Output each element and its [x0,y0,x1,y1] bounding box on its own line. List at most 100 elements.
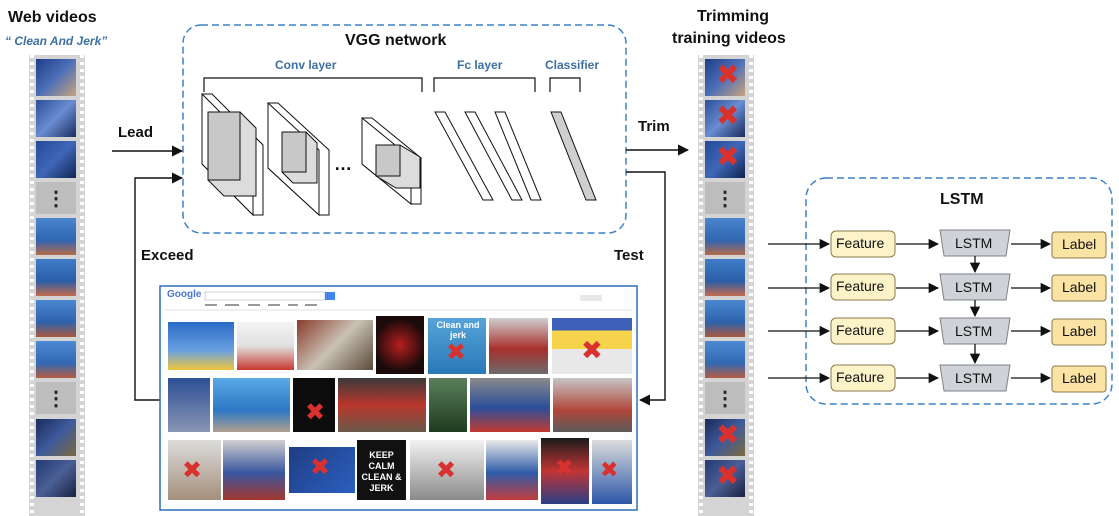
reject-mark-icon: ✖ [305,398,326,426]
reject-mark-icon: ✖ [716,99,740,132]
search-bar [204,291,326,301]
exceed-label: Exceed [141,247,194,264]
google-logo-text: Google [167,289,202,300]
reject-mark-icon: ✖ [716,140,740,173]
lstm-panel [805,177,1113,405]
result-thumbnail[interactable] [223,440,285,500]
result-thumbnail[interactable] [168,378,210,432]
label-text-2: Label [1062,279,1097,295]
result-thumbnail[interactable] [213,378,290,432]
video-frame [705,419,745,456]
reject-mark-icon: ✖ [716,418,740,451]
reject-mark-icon: ✖ [600,458,619,483]
result-thumbnail[interactable] [289,447,355,493]
video-frame [36,100,76,137]
feature-boxes [830,230,896,392]
fc-layer-2 [464,111,523,201]
lstm-cells [939,229,1011,392]
video-frame [705,460,745,497]
reject-mark-icon: ✖ [182,456,203,484]
classifier-bracket [549,77,581,92]
lstm-cell-text-4: LSTM [955,370,993,386]
result-thumbnail[interactable] [489,318,548,374]
conv-block-3 [361,116,422,206]
result-thumbnail[interactable] [541,438,589,504]
cleanand-thumbnail-text: Clean and jerk [436,320,480,340]
result-thumbnail[interactable] [410,440,484,500]
result-thumbnail[interactable] [429,378,467,432]
video-frame [36,341,76,378]
web-videos-title: Web videos [8,9,97,26]
search-button-icon [325,292,335,300]
video-frame [36,218,76,255]
result-thumbnail[interactable] [357,440,406,500]
vgg-panel [182,24,627,234]
video-frame [705,59,745,96]
feature-text-4: Feature [836,369,885,385]
video-frame [36,59,76,96]
web-videos-query: “ Clean And Jerk” [5,34,108,48]
trim-label: Trim [638,118,670,135]
vgg-title: VGG network [345,32,447,49]
reject-mark-icon: ✖ [436,456,457,484]
test-label: Test [614,247,644,264]
label-boxes [1051,231,1107,393]
reject-mark-icon: ✖ [555,456,574,481]
video-frame [36,259,76,296]
label-text-3: Label [1062,323,1097,339]
reject-mark-icon: ✖ [581,336,603,366]
result-thumbnail[interactable] [168,322,234,370]
lstm-cell-text-1: LSTM [955,235,993,251]
test-arrow [626,171,666,406]
fc-layer-3 [494,111,542,201]
keep-calm-thumbnail-text: KEEP CALM CLEAN & JERK [361,450,402,493]
result-thumbnail[interactable] [376,316,424,374]
result-thumbnail[interactable] [470,378,550,432]
video-frame [705,341,745,378]
film-gap: ⋮ [36,182,76,214]
result-thumbnail[interactable] [553,378,632,432]
result-thumbnail[interactable] [486,440,538,500]
result-thumbnail[interactable] [168,440,221,500]
video-frame [705,300,745,337]
feature-text-1: Feature [836,235,885,251]
trimmed-title-line2: training videos [672,30,786,47]
film-gap: ⋮ [705,182,745,214]
reject-mark-icon: ✖ [446,338,467,366]
video-frame [36,300,76,337]
video-frame [705,259,745,296]
lstm-cell-text-2: LSTM [955,279,993,295]
lstm-panel-title: LSTM [940,191,984,208]
film-gap: ⋮ [36,382,76,414]
label-text-1: Label [1062,236,1097,252]
conv-layer-label: Conv layer [275,58,337,72]
feature-text-2: Feature [836,278,885,294]
conv-ellipsis: … [334,154,352,174]
result-thumbnail[interactable] [293,378,335,432]
result-thumbnail[interactable] [552,318,632,374]
google-logo: Google [167,289,201,300]
result-thumbnail[interactable] [592,440,632,504]
result-thumbnail[interactable] [338,378,426,432]
reject-mark-icon: ✖ [310,453,331,481]
web-video-filmstrip: ⋮ ⋮ [29,55,85,516]
conv-block-1 [201,92,264,217]
exceed-arrow [134,172,184,401]
conv-block-2 [267,101,330,217]
video-frame [705,141,745,178]
trimmed-title-line1: Trimming [697,8,770,25]
film-gap: ⋮ [705,382,745,414]
video-frame [36,141,76,178]
feature-to-lstm-arrows [896,238,940,384]
lead-label: Lead [118,124,154,141]
result-thumbnail[interactable] [237,322,294,370]
fc-bracket [433,77,536,92]
conv-bracket [203,77,423,92]
result-thumbnail[interactable] [428,318,486,374]
result-thumbnail[interactable] [297,320,373,370]
feature-text-3: Feature [836,322,885,338]
reject-mark-icon: ✖ [716,58,740,91]
fc-layer-1 [434,111,494,201]
lstm-to-label-arrows [1011,238,1052,384]
video-frame [36,460,76,497]
